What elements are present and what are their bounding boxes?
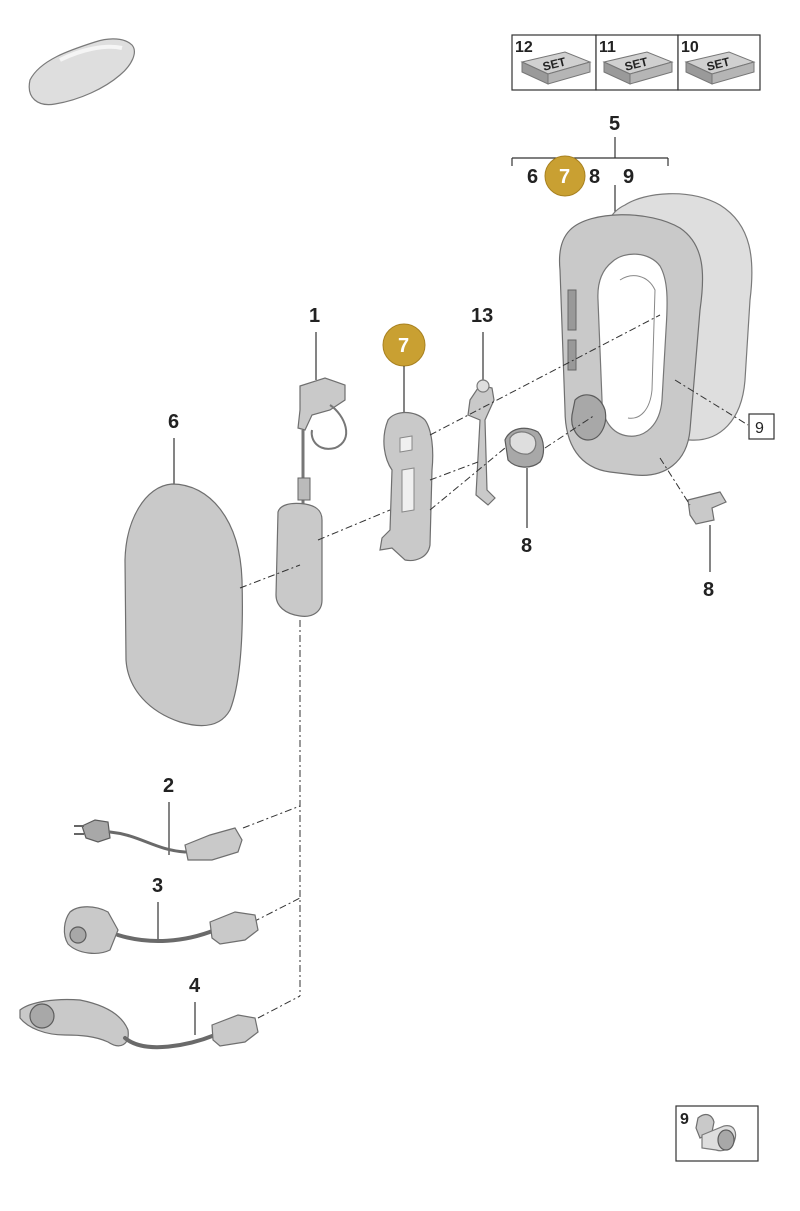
housing-part-5[interactable] xyxy=(558,193,753,476)
set-box-12-number: 12 xyxy=(515,39,533,56)
callout-6-group-main: 6 xyxy=(168,411,179,484)
cable-part-3[interactable] xyxy=(63,906,259,954)
callout-8-group[interactable]: 8 xyxy=(589,166,600,188)
set-box-10-number: 10 xyxy=(681,39,699,56)
set-box-11[interactable]: 11 SET xyxy=(595,34,679,91)
callout-4-group: 4 xyxy=(189,975,201,1035)
vehicle-thumbnail xyxy=(28,38,135,106)
clip-part-8b[interactable] xyxy=(687,491,727,525)
callout-6[interactable]: 6 xyxy=(168,411,179,433)
callout-1[interactable]: 1 xyxy=(309,305,320,327)
callout-8b[interactable]: 8 xyxy=(703,579,714,601)
callout-8b-group: 8 xyxy=(703,525,714,601)
set-box-12-label: SET xyxy=(541,54,568,73)
callout-3-group: 3 xyxy=(152,875,163,940)
alignment-lines xyxy=(239,314,691,1019)
callout-3[interactable]: 3 xyxy=(152,875,163,897)
callout-6-group[interactable]: 6 xyxy=(527,166,538,188)
callout-13[interactable]: 13 xyxy=(471,305,493,327)
callout-2-group: 2 xyxy=(163,775,174,855)
connector-part-8a[interactable] xyxy=(504,427,545,468)
callout-7-group: 7 xyxy=(559,166,570,188)
cover-part-6[interactable] xyxy=(124,483,243,727)
inset-9-label: 9 xyxy=(680,1111,689,1128)
callout-1-group: 1 xyxy=(309,305,320,380)
holder-part-7[interactable] xyxy=(379,411,434,562)
callout-4[interactable]: 4 xyxy=(189,975,201,997)
set-box-11-number: 11 xyxy=(599,39,616,56)
callout-9-box-label: 9 xyxy=(755,420,764,437)
callout-13-group: 13 xyxy=(471,305,493,390)
set-box-10[interactable]: 10 SET xyxy=(677,34,761,91)
callout-9-box[interactable]: 9 xyxy=(674,379,775,440)
callout-5[interactable]: 5 xyxy=(609,113,620,135)
callout-5-group: 5 6 7 8 9 xyxy=(511,113,669,212)
inset-part-9[interactable]: 9 xyxy=(675,1105,759,1162)
cable-part-2[interactable] xyxy=(74,819,243,861)
callout-7: 7 xyxy=(398,335,409,357)
charging-unit-part-1[interactable] xyxy=(275,377,348,617)
callout-8a-group: 8 xyxy=(521,468,532,557)
set-box-10-label: SET xyxy=(705,54,732,73)
callout-8a[interactable]: 8 xyxy=(521,535,532,557)
set-box-12[interactable]: 12 SET xyxy=(511,34,597,91)
callout-2[interactable]: 2 xyxy=(163,775,174,797)
cable-part-4[interactable] xyxy=(19,998,259,1050)
set-box-11-label: SET xyxy=(623,54,650,73)
bracket-part-13[interactable] xyxy=(467,379,496,506)
callout-9-group[interactable]: 9 xyxy=(623,166,634,188)
callout-7-group-main: 7 xyxy=(382,323,426,412)
callout-7-group-circle[interactable] xyxy=(544,155,586,197)
